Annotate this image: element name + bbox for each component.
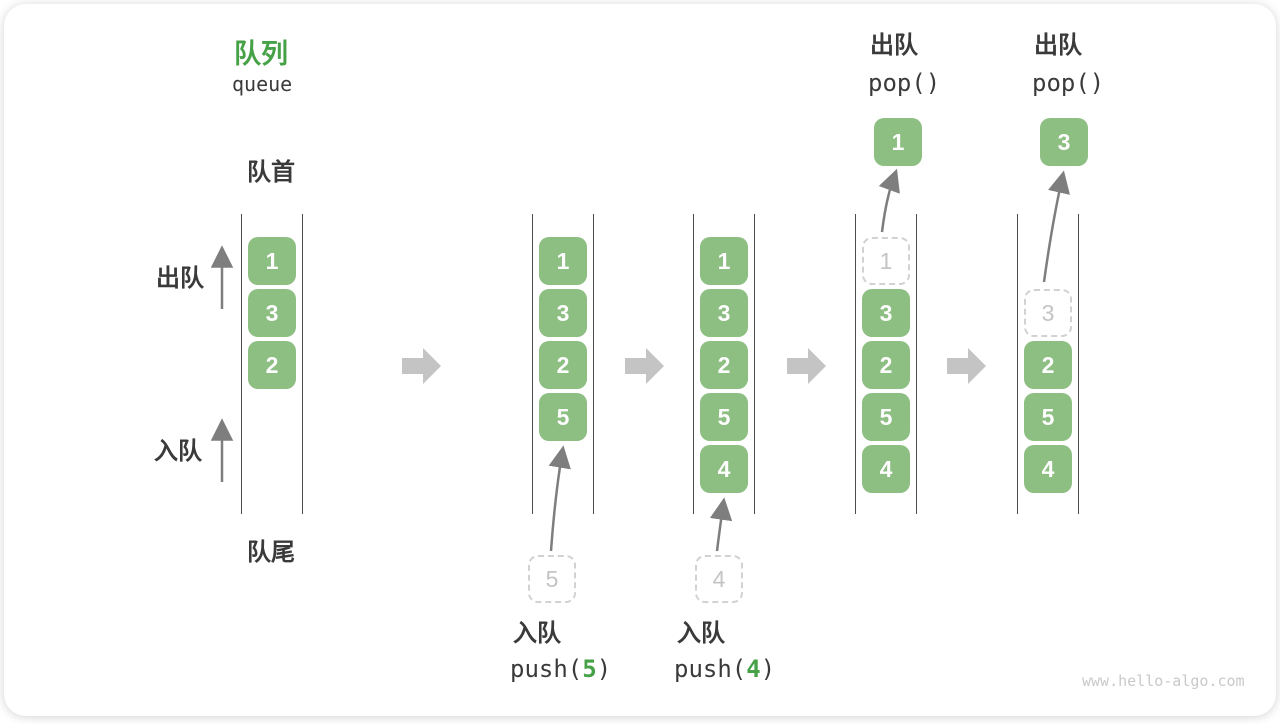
popped-element-box: 3	[1040, 118, 1088, 166]
state-transition-arrow-icon	[787, 348, 826, 384]
queue-element: 1	[700, 237, 748, 285]
pop3-label-zh: 出队	[1034, 32, 1082, 59]
push4-code: push(4)	[674, 656, 775, 682]
queue-element: 2	[862, 341, 910, 389]
queue-element-removed: 1	[862, 237, 910, 285]
pop1-code: pop()	[868, 69, 941, 97]
queue-element: 1	[539, 237, 587, 285]
queue-element: 3	[862, 289, 910, 337]
state-transition-arrow-icon	[947, 348, 986, 384]
queue-diagram: 队列 queue 队首 出队 入队 队尾 1 3 2 1 3 2 5 1 3 2…	[4, 4, 1276, 716]
state-transition-arrow-icon	[402, 348, 441, 384]
queue-state-1: 1 3 2	[241, 214, 303, 514]
queue-element: 3	[248, 289, 296, 337]
pop3-code: pop()	[1032, 69, 1105, 97]
enqueue-ghost-box: 5	[528, 555, 576, 603]
queue-element: 2	[248, 341, 296, 389]
label-queue-front: 队首	[247, 159, 295, 186]
queue-element: 5	[1024, 393, 1072, 441]
queue-element: 3	[539, 289, 587, 337]
queue-element: 3	[700, 289, 748, 337]
queue-element: 5	[862, 393, 910, 441]
queue-state-4: 1 3 2 5 4	[855, 214, 917, 514]
queue-element: 4	[862, 445, 910, 493]
push4-code-pre: push(	[674, 655, 747, 683]
popped-element-box: 1	[874, 118, 922, 166]
label-dequeue-side: 出队	[156, 265, 204, 292]
enqueue-ghost-box: 4	[695, 555, 743, 603]
queue-state-2: 1 3 2 5	[532, 214, 594, 514]
push4-code-arg: 4	[746, 655, 761, 683]
push5-code: push(5)	[510, 656, 611, 682]
queue-state-3: 1 3 2 5 4	[693, 214, 755, 514]
pop1-label-zh: 出队	[870, 32, 918, 59]
queue-element: 2	[700, 341, 748, 389]
watermark: www.hello-algo.com	[1082, 672, 1245, 690]
queue-element: 2	[1024, 341, 1072, 389]
queue-element-removed: 3	[1024, 289, 1072, 337]
state-transition-arrow-icon	[625, 348, 664, 384]
push4-label-zh: 入队	[677, 620, 725, 647]
queue-element: 1	[248, 237, 296, 285]
push5-label-zh: 入队	[513, 620, 561, 647]
queue-element: 2	[539, 341, 587, 389]
queue-element: 4	[1024, 445, 1072, 493]
push5-code-post: )	[596, 655, 612, 683]
queue-element: 4	[700, 445, 748, 493]
label-queue-rear: 队尾	[247, 539, 295, 566]
queue-element: 5	[700, 393, 748, 441]
label-enqueue-side: 入队	[154, 438, 202, 465]
diagram-title-zh: 队列	[234, 39, 288, 69]
queue-state-5: 3 2 5 4	[1017, 214, 1079, 514]
push5-code-pre: push(	[510, 655, 583, 683]
diagram-title-en: queue	[232, 72, 293, 96]
push5-code-arg: 5	[582, 655, 597, 683]
push4-code-post: )	[760, 655, 776, 683]
queue-element: 5	[539, 393, 587, 441]
